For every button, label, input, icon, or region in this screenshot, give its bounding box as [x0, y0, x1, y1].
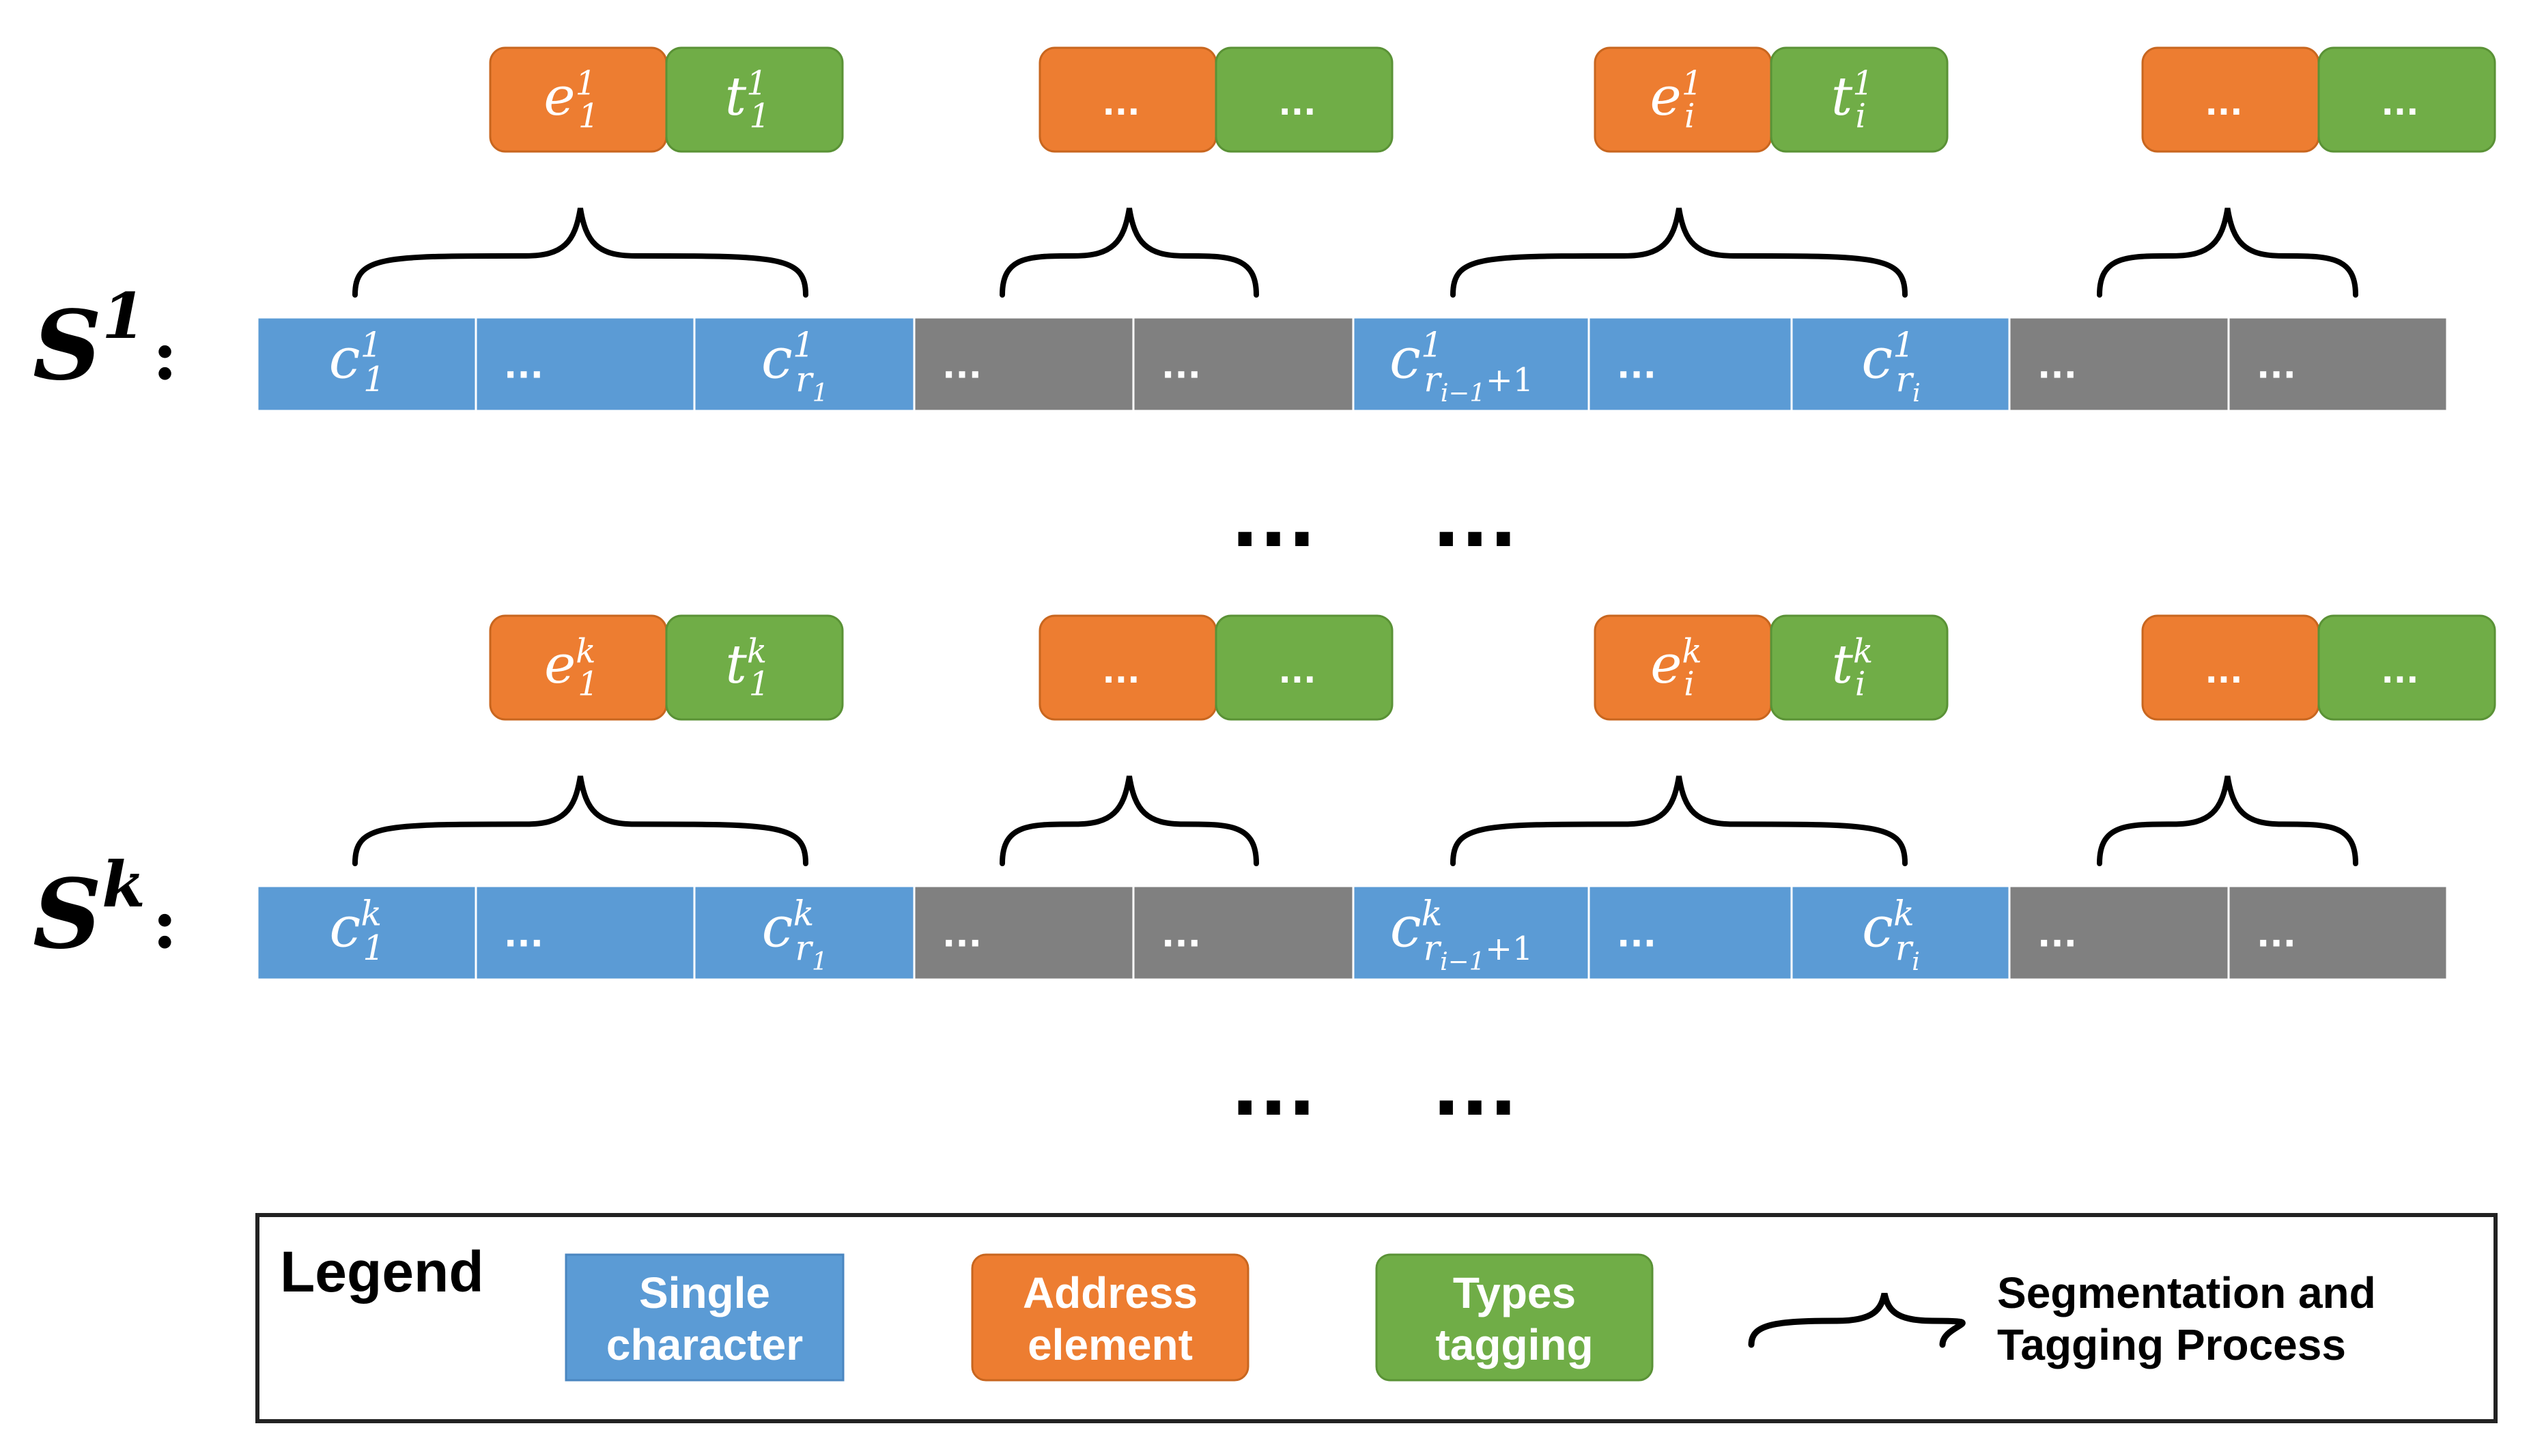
ellipsis-right-2: ...: [1432, 1045, 1517, 1132]
row-label-k: Sk:: [33, 848, 178, 971]
math-label: ...: [2205, 653, 2242, 691]
math-label: ...: [2257, 346, 2296, 386]
type-tag-box: [2317, 46, 2496, 153]
single-character-cell: [1352, 885, 1590, 981]
other-cell: [913, 885, 1135, 981]
legend-swatch-types-tagging: [1375, 1253, 1654, 1382]
math-label: ...: [942, 346, 982, 386]
single-character-cell: [693, 885, 916, 981]
type-tag-box: [1770, 614, 1949, 721]
braces-row-1: [352, 208, 2358, 298]
type-tag-box: [1215, 46, 1394, 153]
other-cell: [2008, 316, 2230, 412]
braces-row-k: [352, 775, 2358, 866]
math-label: ...: [1161, 346, 1201, 386]
other-cell: [1132, 316, 1355, 412]
type-tag-box: [1215, 614, 1394, 721]
math-label: ...: [1102, 653, 1140, 691]
single-character-cell: [475, 316, 696, 412]
ellipsis-left-2: ...: [1230, 1045, 1316, 1132]
math-label: ...: [2037, 346, 2077, 386]
legend-swatch-single-character: [565, 1253, 845, 1382]
other-cell: [913, 316, 1135, 412]
math-label: ...: [942, 915, 982, 955]
single-character-cell: [256, 316, 477, 412]
math-label: ...: [1278, 85, 1316, 123]
single-character-cell: [1352, 316, 1590, 412]
other-cell: [2227, 316, 2448, 412]
math-label: ...: [1617, 915, 1656, 955]
segmentation-brace: [1450, 208, 1908, 298]
math-label: ...: [1278, 653, 1316, 691]
ellipsis-left-1: ...: [1230, 476, 1316, 564]
single-character-cell: [1790, 885, 2011, 981]
segmentation-brace: [352, 208, 808, 298]
type-tag-box: [665, 614, 844, 721]
segmentation-brace: [2097, 208, 2358, 298]
math-label: ...: [2381, 653, 2418, 691]
segmentation-brace: [2097, 775, 2358, 866]
ellipsis-right-1: ...: [1432, 476, 1517, 564]
type-tag-box: [2317, 614, 2496, 721]
segmentation-brace: [1000, 208, 1259, 298]
segmentation-brace: [1000, 775, 1259, 866]
segmentation-brace: [1450, 775, 1908, 866]
segmentation-brace: [352, 775, 808, 866]
single-character-cell: [693, 316, 916, 412]
math-label: ...: [2205, 85, 2242, 123]
single-character-cell: [1790, 316, 2011, 412]
single-character-cell: [1587, 316, 1793, 412]
legend-swatch-address-element: [971, 1253, 1249, 1382]
legend-title: Legend: [280, 1240, 484, 1304]
type-tag-box: [665, 46, 844, 153]
type-tag-box: [1770, 46, 1949, 153]
math-label: ...: [2257, 915, 2296, 955]
single-character-cell: [475, 885, 696, 981]
math-label: ...: [1102, 85, 1140, 123]
other-cell: [2227, 885, 2448, 981]
vertical-ellipsis-1: ... ...: [1230, 476, 1517, 564]
legend-brace-icon: [1748, 1292, 1966, 1348]
vertical-ellipsis-2: ... ...: [1230, 1045, 1517, 1132]
other-cell: [2008, 885, 2230, 981]
math-label: ...: [1617, 346, 1656, 386]
math-label: ...: [504, 915, 543, 955]
row-label-1: S1:: [33, 279, 178, 402]
math-label: ...: [2381, 85, 2418, 123]
math-label: ...: [1161, 915, 1201, 955]
math-label: ...: [2037, 915, 2077, 955]
other-cell: [1132, 885, 1355, 981]
math-label: ...: [504, 346, 543, 386]
